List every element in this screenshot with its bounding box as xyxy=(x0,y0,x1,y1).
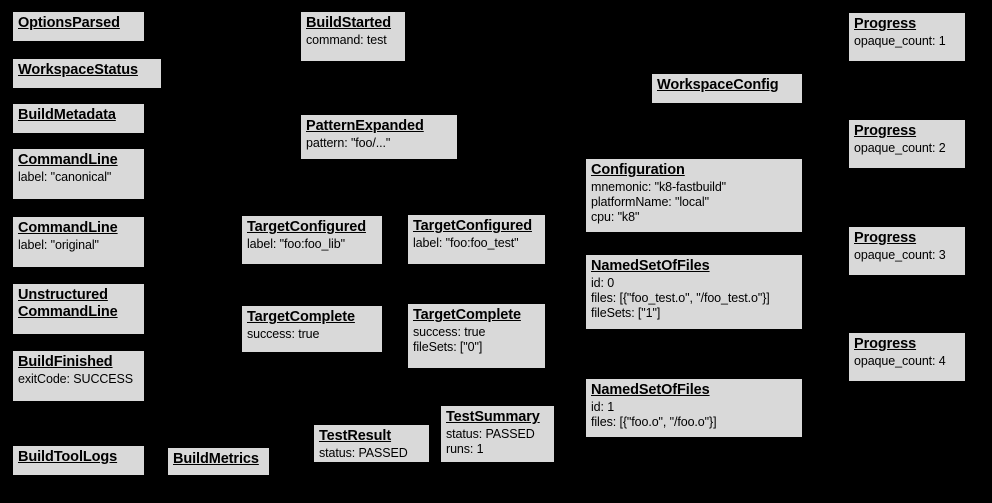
event-node-title: TargetConfigured xyxy=(413,218,532,234)
event-node-field: label: "original" xyxy=(18,238,99,253)
event-node-field: id: 1 xyxy=(591,400,615,415)
event-node-progress-4[interactable]: Progress opaque_count: 4 xyxy=(848,332,966,382)
event-node-field: files: [{"foo.o", "/foo.o"}] xyxy=(591,414,717,429)
event-node-fields: opaque_count: 3 xyxy=(854,248,960,263)
event-node-title: NamedSetOfFiles xyxy=(591,382,710,398)
event-node-title: Progress xyxy=(854,123,917,139)
event-node-build-metadata[interactable]: BuildMetadata xyxy=(12,103,145,134)
event-node-field: label: "foo:foo_lib" xyxy=(247,237,345,252)
event-node-title: Progress xyxy=(854,230,917,246)
event-node-workspace-status[interactable]: WorkspaceStatus xyxy=(12,58,162,89)
event-node-fields: label: "foo:foo_test" xyxy=(413,236,540,251)
event-node-field: fileSets: ["1"] xyxy=(591,305,661,320)
event-node-field: opaque_count: 2 xyxy=(854,141,946,156)
event-node-target-configured-foo-lib[interactable]: TargetConfigured label: "foo:foo_lib" xyxy=(241,215,383,265)
event-node-configuration[interactable]: Configuration mnemonic: "k8-fastbuild"pla… xyxy=(585,158,803,233)
event-node-fields: command: test xyxy=(306,33,400,48)
event-node-title: TargetConfigured xyxy=(247,219,366,235)
event-node-fields: status: PASSED xyxy=(319,446,424,461)
event-node-title: TestSummary xyxy=(446,409,540,425)
event-node-title: BuildFinished xyxy=(18,354,113,370)
event-node-fields: pattern: "foo/..." xyxy=(306,136,452,151)
event-node-field: platformName: "local" xyxy=(591,194,709,209)
event-node-field: cpu: "k8" xyxy=(591,209,640,224)
event-node-pattern-expanded[interactable]: PatternExpanded pattern: "foo/..." xyxy=(300,114,458,160)
event-node-command-line-original[interactable]: CommandLine label: "original" xyxy=(12,216,145,268)
event-node-field: success: true xyxy=(413,325,486,340)
event-node-target-complete-foo-lib[interactable]: TargetComplete success: true xyxy=(241,305,383,353)
event-node-progress-1[interactable]: Progress opaque_count: 1 xyxy=(848,12,966,62)
event-node-field: runs: 1 xyxy=(446,441,484,456)
event-node-progress-3[interactable]: Progress opaque_count: 3 xyxy=(848,226,966,276)
event-node-field: status: PASSED xyxy=(319,446,408,461)
event-node-build-tool-logs[interactable]: BuildToolLogs xyxy=(12,445,145,476)
event-node-title: Progress xyxy=(854,16,917,32)
event-node-title: WorkspaceStatus xyxy=(18,62,138,78)
event-node-field: fileSets: ["0"] xyxy=(413,339,483,354)
event-node-unstructured-command-line[interactable]: Unstructured CommandLine xyxy=(12,283,145,335)
event-node-field: opaque_count: 4 xyxy=(854,354,946,369)
event-node-title: Configuration xyxy=(591,162,685,178)
event-node-title: CommandLine xyxy=(18,152,118,168)
event-node-target-configured-foo-test[interactable]: TargetConfigured label: "foo:foo_test" xyxy=(407,214,546,265)
event-node-title: BuildStarted xyxy=(306,15,392,31)
event-node-build-finished[interactable]: BuildFinished exitCode: SUCCESS xyxy=(12,350,145,402)
event-node-fields: opaque_count: 2 xyxy=(854,141,960,156)
event-node-progress-2[interactable]: Progress opaque_count: 2 xyxy=(848,119,966,169)
event-node-field: label: "foo:foo_test" xyxy=(413,236,519,251)
event-node-fields: success: true xyxy=(247,327,377,342)
event-node-title: PatternExpanded xyxy=(306,118,424,134)
event-node-workspace-config[interactable]: WorkspaceConfig xyxy=(651,73,803,104)
event-node-fields: label: "original" xyxy=(18,238,139,253)
event-node-fields: label: "foo:foo_lib" xyxy=(247,237,377,252)
event-node-title: WorkspaceConfig xyxy=(657,77,779,93)
event-node-fields: mnemonic: "k8-fastbuild"platformName: "l… xyxy=(591,180,797,224)
event-node-command-line-canonical[interactable]: CommandLine label: "canonical" xyxy=(12,148,145,200)
event-node-build-started[interactable]: BuildStarted command: test xyxy=(300,11,406,62)
event-node-title: BuildToolLogs xyxy=(18,449,118,465)
event-node-title: NamedSetOfFiles xyxy=(591,258,710,274)
event-node-field: label: "canonical" xyxy=(18,170,112,185)
event-node-fields: opaque_count: 1 xyxy=(854,34,960,49)
event-node-field: pattern: "foo/..." xyxy=(306,136,391,151)
event-node-field: success: true xyxy=(247,327,320,342)
event-node-fields: opaque_count: 4 xyxy=(854,354,960,369)
event-node-title: TargetComplete xyxy=(247,309,355,325)
event-node-options-parsed[interactable]: OptionsParsed xyxy=(12,11,145,42)
event-node-test-result[interactable]: TestResult status: PASSED xyxy=(313,424,430,463)
event-node-build-metrics[interactable]: BuildMetrics xyxy=(167,447,270,476)
event-node-field: id: 0 xyxy=(591,276,615,291)
event-node-fields: exitCode: SUCCESS xyxy=(18,372,139,387)
event-node-title: BuildMetadata xyxy=(18,107,116,123)
event-node-field: files: [{"foo_test.o", "/foo_test.o"}] xyxy=(591,290,770,305)
event-node-field: exitCode: SUCCESS xyxy=(18,372,134,387)
event-node-field: opaque_count: 1 xyxy=(854,34,946,49)
event-node-title: Unstructured CommandLine xyxy=(18,287,118,321)
event-node-title: TargetComplete xyxy=(413,307,521,323)
event-node-field: mnemonic: "k8-fastbuild" xyxy=(591,180,727,195)
event-node-field: status: PASSED xyxy=(446,427,535,442)
event-node-title: BuildMetrics xyxy=(173,451,259,467)
event-node-field: command: test xyxy=(306,33,387,48)
event-node-fields: label: "canonical" xyxy=(18,170,139,185)
event-node-title: CommandLine xyxy=(18,220,118,236)
event-node-title: TestResult xyxy=(319,428,392,444)
event-node-field: opaque_count: 3 xyxy=(854,248,946,263)
event-node-title: OptionsParsed xyxy=(18,15,120,31)
event-node-title: Progress xyxy=(854,336,917,352)
